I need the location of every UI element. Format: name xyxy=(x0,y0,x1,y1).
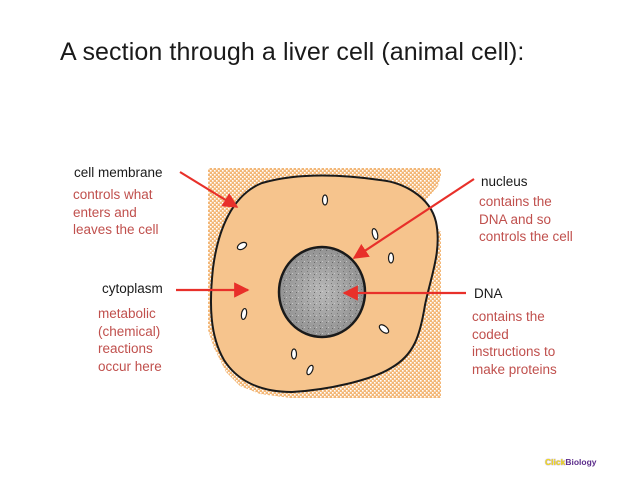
arrow-nucleus xyxy=(352,178,475,259)
description-line: (chemical) xyxy=(98,323,161,339)
cell-membrane-label: cell membrane xyxy=(74,165,163,180)
brand-click: Click xyxy=(545,457,566,467)
cytoplasm-label: cytoplasm xyxy=(102,281,163,296)
description-line: controls what xyxy=(73,187,153,202)
organelle xyxy=(378,324,390,334)
description-line: reactions xyxy=(98,341,153,356)
clickbiology-logo: ClickBiology xyxy=(545,457,597,467)
organelle xyxy=(290,348,298,360)
nucleus-description: contains the DNA and so controls the cel… xyxy=(479,193,573,246)
dna-description: contains the coded instructions to make … xyxy=(472,308,557,378)
description-line: metabolic xyxy=(98,306,156,321)
description-line: contains the xyxy=(479,194,552,209)
description-line: leaves the cell xyxy=(73,222,159,237)
description-line: instructions to xyxy=(472,344,556,359)
organelle xyxy=(240,307,248,321)
arrow-cell-membrane xyxy=(179,171,239,208)
description-line: contains the xyxy=(472,309,545,324)
description-line: occur here xyxy=(98,358,162,374)
description-line: enters and xyxy=(73,204,137,220)
description-line: DNA and so xyxy=(479,211,552,227)
cytoplasm-description: metabolic (chemical) reactions occur her… xyxy=(98,305,162,375)
background-edge-patch xyxy=(208,330,290,398)
organelle xyxy=(236,241,248,251)
cell-membrane-description: controls what enters and leaves the cell xyxy=(73,186,159,239)
description-line: make proteins xyxy=(472,361,557,377)
nucleus-texture xyxy=(281,249,363,335)
brand-biology: Biology xyxy=(565,457,597,467)
description-line: controls the cell xyxy=(479,229,573,244)
organelle xyxy=(371,228,379,240)
organelle xyxy=(387,252,395,264)
organelle xyxy=(306,364,314,376)
nucleus-label: nucleus xyxy=(481,174,528,189)
organelle xyxy=(321,194,329,206)
page-title: A section through a liver cell (animal c… xyxy=(60,38,525,66)
description-line: coded xyxy=(472,326,509,342)
dna-label: DNA xyxy=(474,286,503,301)
